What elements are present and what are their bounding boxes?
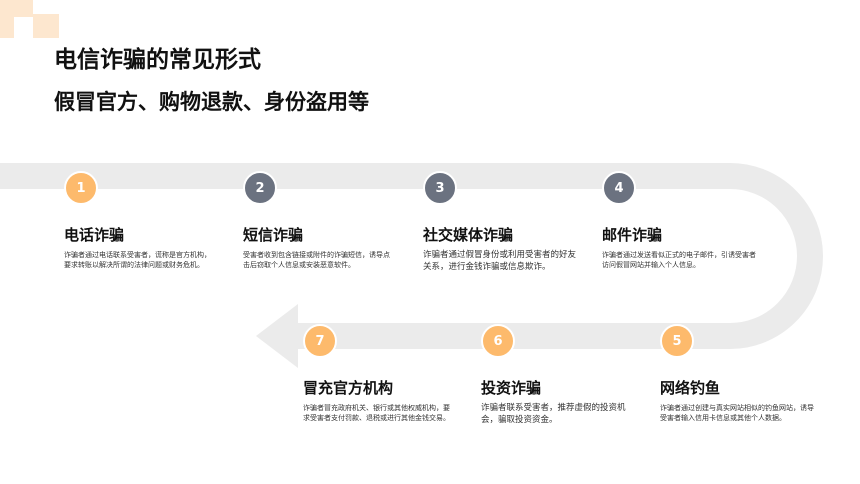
step-1-title: 电话诈骗 bbox=[64, 226, 125, 244]
step-4-title: 邮件诈骗 bbox=[602, 226, 663, 244]
track-arrowhead-icon bbox=[256, 304, 298, 368]
step-5-desc: 诈骗者通过创建与真实网站相似的钓鱼网站，诱导受害者输入信用卡信息或其他个人数据。 bbox=[660, 404, 814, 422]
step-1-number: 1 bbox=[64, 171, 98, 205]
step-4-number: 4 bbox=[602, 171, 636, 205]
step-7-desc: 诈骗者冒充政府机关、银行或其他权威机构，要求受害者支付罚款、退税或进行其他金钱交… bbox=[303, 404, 450, 422]
corner-decoration bbox=[33, 14, 59, 38]
step-6-desc: 诈骗者联系受害者，推荐虚假的投资机会，骗取投资资金。 bbox=[481, 403, 626, 425]
step-6-number: 6 bbox=[481, 324, 515, 358]
page-title: 电信诈骗的常见形式 bbox=[54, 47, 261, 73]
step-7-title: 冒充官方机构 bbox=[303, 379, 394, 397]
step-5-number: 5 bbox=[660, 324, 694, 358]
step-6-title: 投资诈骗 bbox=[481, 379, 542, 397]
step-2-desc: 受害者收到包含链接或附件的诈骗短信，诱导点击后窃取个人信息或安装恶意软件。 bbox=[243, 251, 390, 269]
step-1-desc: 诈骗者通过电话联系受害者，谎称是官方机构，要求转账以解决所谓的法律问题或财务危机… bbox=[64, 251, 211, 269]
step-7-number: 7 bbox=[303, 324, 337, 358]
corner-decoration bbox=[0, 17, 14, 38]
step-5-title: 网络钓鱼 bbox=[660, 379, 721, 397]
step-2-title: 短信诈骗 bbox=[243, 226, 304, 244]
step-3-desc: 诈骗者通过假冒身份或利用受害者的好友关系，进行金钱诈骗或信息欺诈。 bbox=[423, 250, 577, 272]
track-path bbox=[0, 163, 823, 349]
step-3-title: 社交媒体诈骗 bbox=[423, 226, 514, 244]
corner-decoration bbox=[0, 0, 33, 17]
step-2-number: 2 bbox=[243, 171, 277, 205]
page-subtitle: 假冒官方、购物退款、身份盗用等 bbox=[54, 90, 369, 114]
step-4-desc: 诈骗者通过发送看似正式的电子邮件，引诱受害者访问假冒网站并输入个人信息。 bbox=[602, 251, 756, 269]
step-3-number: 3 bbox=[423, 171, 457, 205]
